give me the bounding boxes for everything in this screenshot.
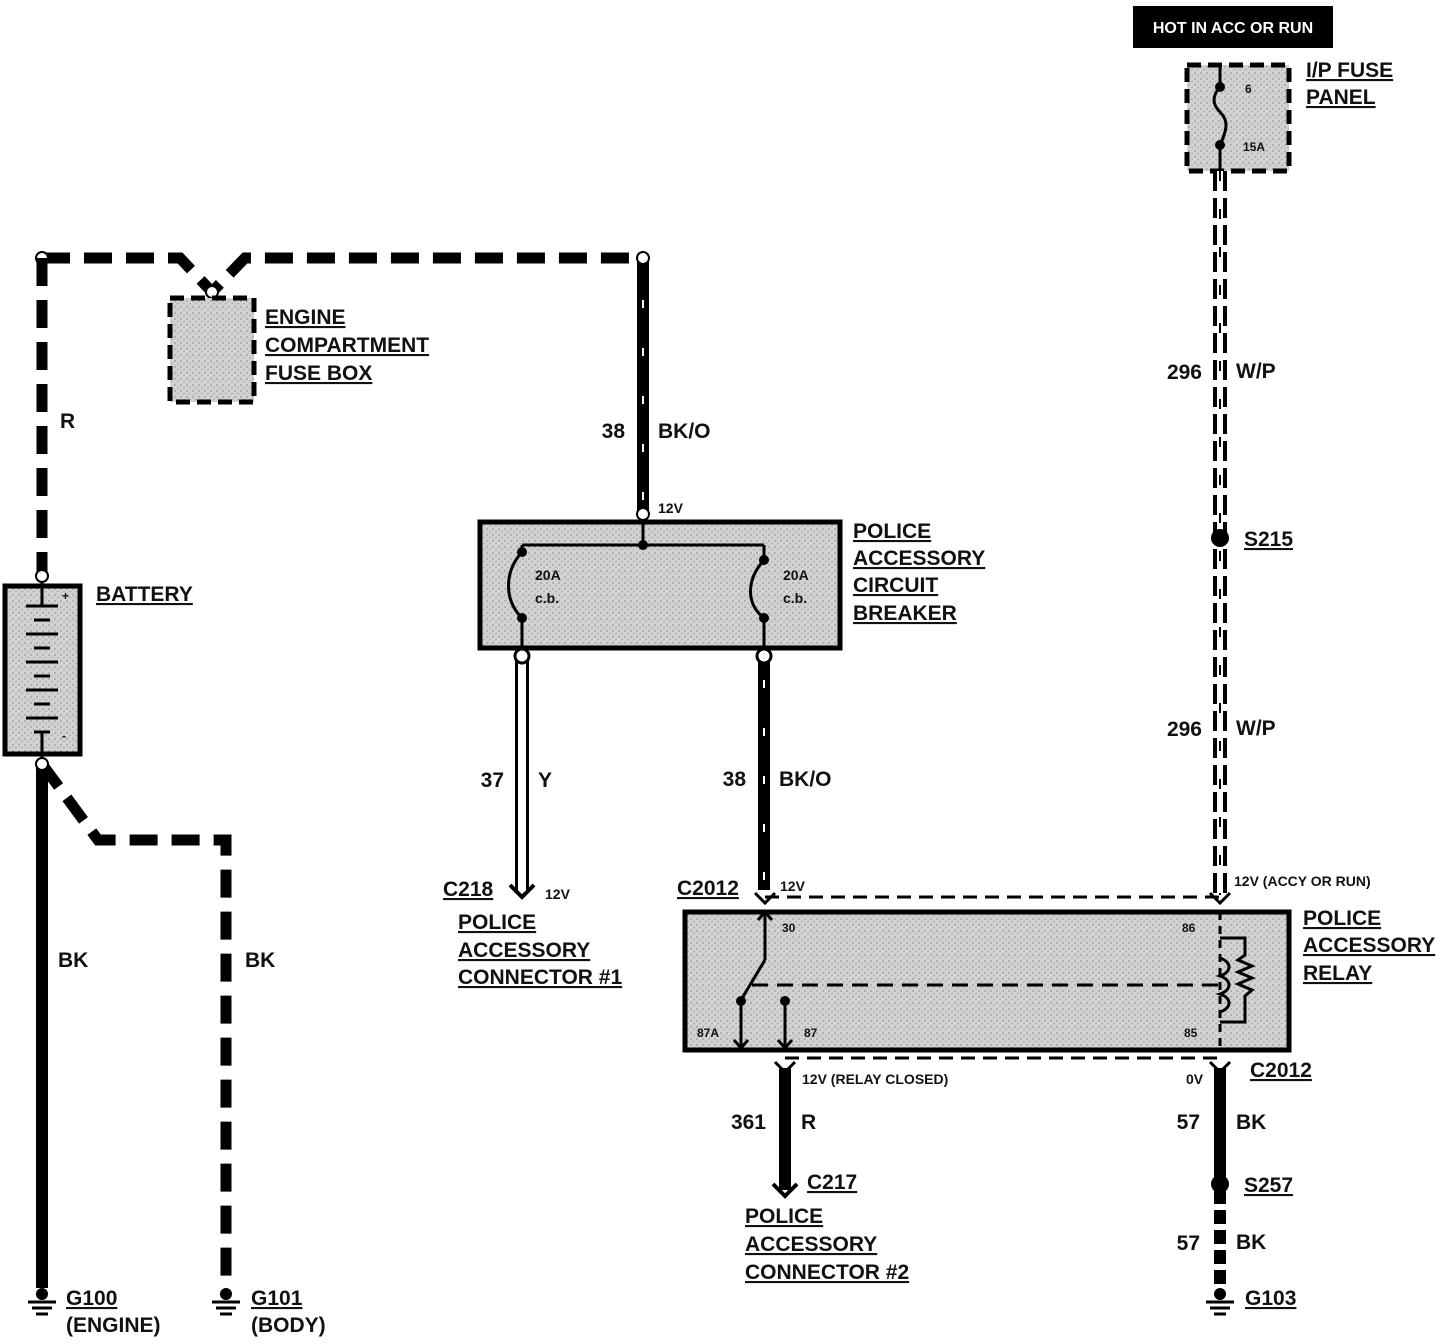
relay-pin-86: 86 bbox=[1182, 921, 1196, 935]
breaker-right-type: c.b. bbox=[783, 590, 807, 606]
connector-c217-id: C217 bbox=[807, 1171, 857, 1194]
police-accessory-relay: 30 86 87A 87 85 bbox=[682, 909, 1292, 1053]
breaker-left-icon bbox=[507, 550, 524, 620]
splice-s257-label: S257 bbox=[1244, 1174, 1293, 1197]
connector-c2012-top-voltage: 12V bbox=[780, 878, 806, 894]
wire-g101-color: BK bbox=[245, 949, 275, 972]
police-accessory-circuit-breaker: 20A c.b. 20A c.b. bbox=[477, 515, 843, 651]
ground-g100-id: G100 bbox=[66, 1287, 117, 1310]
fuse-rating: 15A bbox=[1243, 140, 1265, 154]
wire-361-color: R bbox=[801, 1111, 816, 1134]
connector-c218-label-2: ACCESSORY bbox=[458, 939, 590, 962]
wire-57-number-top: 57 bbox=[1177, 1111, 1200, 1134]
battery-plus-sign: + bbox=[62, 589, 69, 603]
ip-fuse-panel-label-1: I/P FUSE bbox=[1306, 59, 1393, 82]
relay-resistor-icon bbox=[1220, 936, 1256, 1024]
wire-57-color-bottom: BK bbox=[1236, 1231, 1266, 1254]
battery-label: BATTERY bbox=[96, 583, 193, 606]
wire-g101 bbox=[37, 760, 232, 1288]
connector-c217-label-1: POLICE bbox=[745, 1205, 823, 1228]
breaker-right-rating: 20A bbox=[783, 567, 809, 583]
relay-pin-85: 85 bbox=[1184, 1026, 1198, 1040]
circuit-breaker-label-4: BREAKER bbox=[853, 602, 957, 625]
wire-38-bottom-number: 38 bbox=[723, 768, 747, 791]
wire-296-number-top: 296 bbox=[1167, 361, 1202, 384]
splice-s215-label: S215 bbox=[1244, 528, 1293, 551]
relay-label-3: RELAY bbox=[1303, 962, 1372, 985]
engine-compartment-fuse-box bbox=[167, 295, 257, 405]
wire-37-color: Y bbox=[538, 769, 552, 792]
splice-s215-dot bbox=[1211, 529, 1229, 547]
connector-c218-voltage: 12V bbox=[545, 886, 571, 902]
fuse-element-icon bbox=[1212, 86, 1228, 146]
wire-361-number: 361 bbox=[731, 1111, 766, 1134]
wire-37-number: 37 bbox=[481, 769, 504, 792]
ground-g100-icon bbox=[28, 1288, 56, 1316]
circuit-breaker-label-3: CIRCUIT bbox=[853, 574, 938, 597]
circuit-breaker-label-1: POLICE bbox=[853, 520, 931, 543]
battery: + - bbox=[2, 582, 83, 758]
ground-g101-icon bbox=[212, 1288, 240, 1316]
breaker-left-type: c.b. bbox=[535, 590, 559, 606]
connector-c2012-right-id: C2012 bbox=[1250, 1059, 1312, 1082]
connector-c217-label-2: ACCESSORY bbox=[745, 1233, 877, 1256]
engine-fuse-box-label-2: COMPARTMENT bbox=[265, 334, 429, 357]
connector-c218-id: C218 bbox=[443, 878, 494, 901]
ground-g101-id: G101 bbox=[251, 1287, 303, 1310]
c2012-top-pin-icon bbox=[753, 891, 777, 906]
ground-g100-desc: (ENGINE) bbox=[66, 1314, 161, 1337]
engine-fuse-box-label-3: FUSE BOX bbox=[265, 362, 372, 385]
circuit-breaker-voltage: 12V bbox=[658, 500, 684, 516]
ground-g103-icon bbox=[1206, 1288, 1234, 1316]
c217-pin-icon bbox=[771, 1182, 799, 1199]
ip-fuse-panel-label-2: PANEL bbox=[1306, 86, 1376, 109]
relay-switch-arm-icon bbox=[739, 959, 767, 1001]
wire-38-bottom-color: BK/O bbox=[779, 768, 832, 791]
relay-pin-30: 30 bbox=[782, 921, 796, 935]
relay-closed-voltage: 12V (RELAY CLOSED) bbox=[802, 1071, 948, 1087]
breaker-left-rating: 20A bbox=[535, 567, 561, 583]
wire-296-color-top: W/P bbox=[1236, 360, 1276, 383]
relay-coil-icon bbox=[1215, 956, 1231, 1014]
ground-g101-desc: (BODY) bbox=[251, 1314, 326, 1337]
ground-g103-id: G103 bbox=[1245, 1287, 1296, 1310]
engine-fuse-box-label-1: ENGINE bbox=[265, 306, 346, 329]
circuit-breaker-label-2: ACCESSORY bbox=[853, 547, 985, 570]
wire-296-number-bottom: 296 bbox=[1167, 718, 1202, 741]
wire-296-color-bottom: W/P bbox=[1236, 717, 1276, 740]
relay-label-2: ACCESSORY bbox=[1303, 934, 1435, 957]
wire-g100-color: BK bbox=[58, 949, 88, 972]
connector-c218-label-3: CONNECTOR #1 bbox=[458, 966, 622, 989]
relay-label-1: POLICE bbox=[1303, 907, 1381, 930]
wire-57-color-top: BK bbox=[1236, 1111, 1266, 1134]
relay-pin-87: 87 bbox=[804, 1026, 818, 1040]
accy-run-voltage: 12V (ACCY OR RUN) bbox=[1234, 873, 1371, 889]
wire-power-top-run bbox=[42, 252, 643, 300]
fuse-number: 6 bbox=[1245, 82, 1252, 96]
relay-pin-87a: 87A bbox=[697, 1026, 719, 1040]
hot-label: HOT IN ACC OR RUN bbox=[1153, 20, 1313, 37]
connector-c218-label-1: POLICE bbox=[458, 911, 536, 934]
wire-38-top-number: 38 bbox=[602, 420, 626, 443]
breaker-right-icon bbox=[749, 558, 766, 620]
wire-57-number-bottom: 57 bbox=[1177, 1232, 1200, 1255]
connector-c2012-right-voltage: 0V bbox=[1186, 1071, 1204, 1087]
c218-pin-icon bbox=[508, 883, 536, 900]
wire-battery-positive-color: R bbox=[60, 410, 75, 433]
hot-in-acc-header: HOT IN ACC OR RUN bbox=[1133, 6, 1333, 48]
ip-fuse-panel: 6 15A bbox=[1184, 62, 1292, 174]
c2012-top-pin2-icon bbox=[1208, 891, 1232, 906]
connector-c217-label-3: CONNECTOR #2 bbox=[745, 1261, 909, 1284]
splice-s257-dot bbox=[1211, 1175, 1229, 1193]
connector-c2012-top-id: C2012 bbox=[677, 877, 739, 900]
battery-minus-sign: - bbox=[62, 729, 66, 743]
wire-38-top-color: BK/O bbox=[658, 420, 711, 443]
